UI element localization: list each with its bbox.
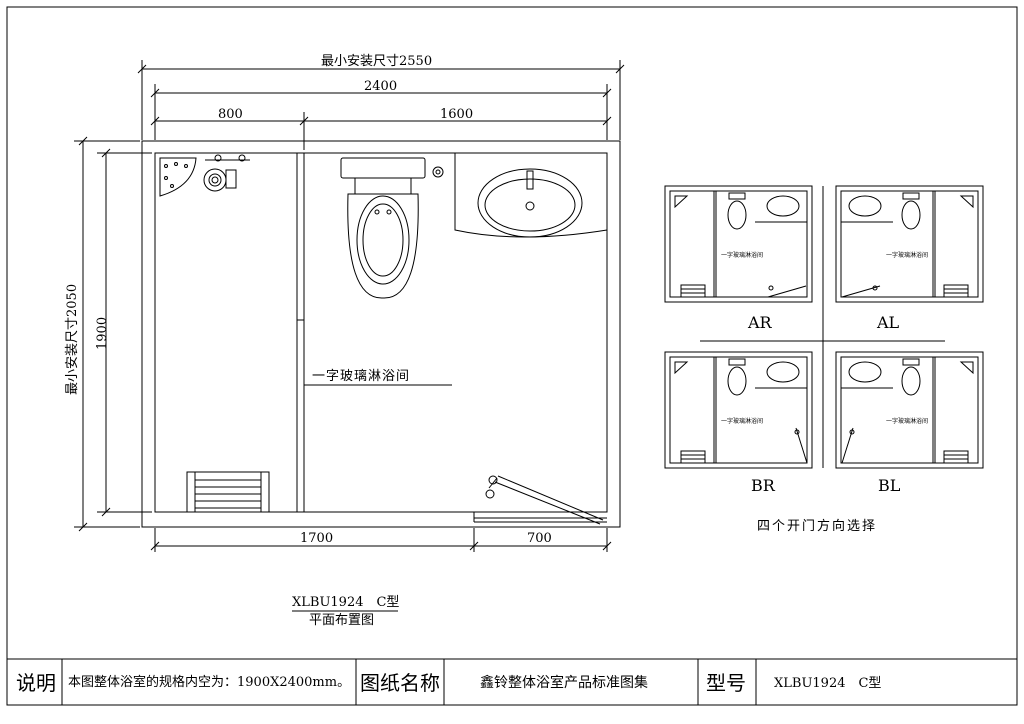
variant-bl-small-label: 一字玻璃淋浴间 (886, 418, 929, 425)
variants-caption: 四个开门方向选择 (757, 519, 878, 534)
dim-line-800-1600 (150, 112, 612, 150)
model-label: XLBU1924 C型 (292, 595, 400, 610)
towel-bench (186, 471, 270, 513)
dim-left-width: 800 (218, 107, 243, 122)
note-heading: 说明 (16, 671, 56, 695)
drawing-name-heading: 图纸名称 (360, 671, 440, 695)
dim-line-1700-700 (150, 528, 612, 552)
view-label: 平面布置图 (309, 613, 375, 628)
shower-head (203, 154, 250, 192)
drawing-name: 鑫铃整体浴室产品标准图集 (480, 675, 648, 691)
dim-total-width: 2400 (364, 79, 398, 94)
dim-line-2050 (74, 136, 140, 532)
dim-min-install-width: 最小安装尺寸2550 (321, 54, 433, 69)
drawing-frame (6, 6, 1018, 706)
dim-line-2400 (150, 84, 612, 140)
variant-br-code: BR (751, 476, 775, 495)
variant-bl-plan (835, 351, 984, 469)
toilet (340, 157, 444, 299)
dim-depth: 1900 (95, 316, 110, 350)
variant-br-plan (664, 351, 813, 469)
variant-ar-code: AR (748, 313, 772, 332)
dim-right-width: 1600 (440, 107, 474, 122)
shower-label: 一字玻璃淋浴间 (312, 369, 411, 384)
vanity-basin (454, 153, 608, 238)
dim-min-install-depth: 最小安装尺寸2050 (65, 283, 80, 395)
room-outer-wall (141, 140, 621, 528)
dim-line-2550 (137, 60, 625, 140)
variant-al-small-label: 一字玻璃淋浴间 (886, 252, 929, 259)
dim-bottom-left: 1700 (300, 531, 334, 546)
model-value: XLBU1924 C型 (774, 676, 882, 691)
note-text: 本图整体浴室的规格内空为：1900X2400mm。 (68, 675, 351, 690)
variant-ar-plan (664, 185, 813, 303)
room-inner-wall (154, 152, 608, 513)
variant-al-code: AL (877, 313, 900, 332)
entry-door (473, 475, 607, 525)
model-heading: 型号 (706, 671, 746, 695)
variant-bl-code: BL (878, 476, 901, 495)
title-block-grid (7, 658, 1017, 705)
variant-br-small-label: 一字玻璃淋浴间 (721, 418, 764, 425)
glass-partition (296, 153, 305, 512)
variant-al-plan (835, 185, 984, 303)
dim-line-1900 (97, 148, 152, 517)
dim-bottom-right: 700 (527, 531, 552, 546)
corner-shelf (159, 157, 197, 197)
variant-ar-small-label: 一字玻璃淋浴间 (721, 252, 764, 259)
